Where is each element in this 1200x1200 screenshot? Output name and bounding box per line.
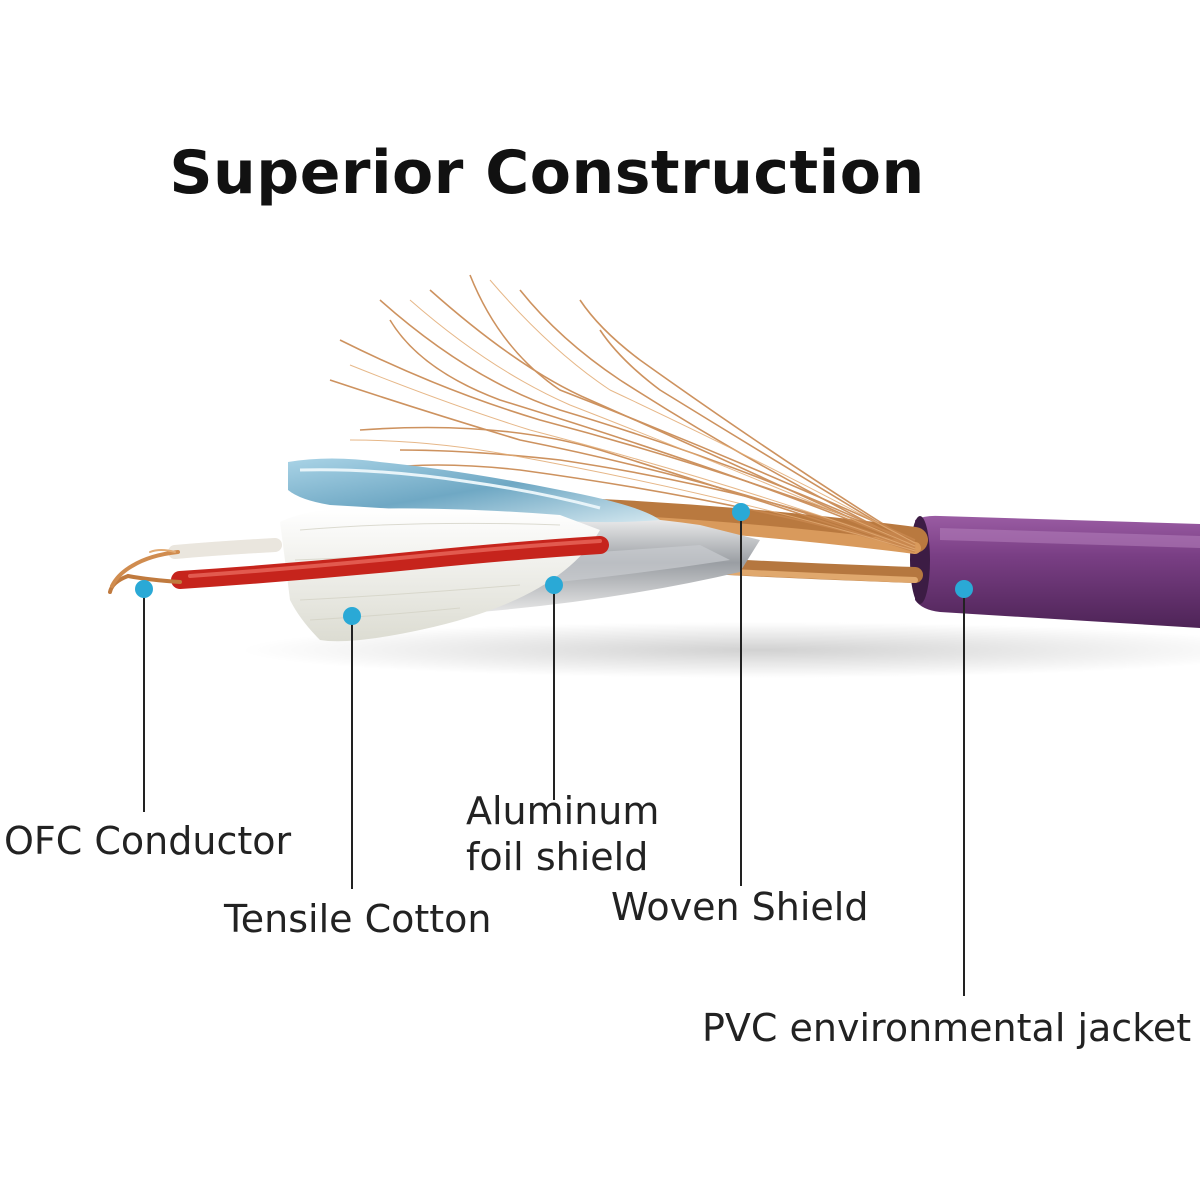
label-aluminum-foil-shield: Aluminum foil shield — [466, 788, 659, 880]
marker-aluminum-foil — [545, 576, 563, 594]
label-woven-shield: Woven Shield — [611, 885, 869, 929]
label-aluminum-foil-line1: Aluminum — [466, 789, 660, 833]
label-tensile-cotton: Tensile Cotton — [224, 897, 492, 941]
markers — [135, 503, 973, 625]
marker-woven-shield — [732, 503, 750, 521]
label-pvc-jacket: PVC environmental jacket — [702, 1006, 1192, 1050]
red-insulated-conductor — [171, 536, 609, 589]
page-title: Superior Construction — [169, 138, 925, 208]
leader-lines — [143, 512, 965, 996]
pvc-jacket — [910, 515, 1200, 628]
blue-foil-wrap — [288, 458, 660, 523]
marker-ofc-conductor — [135, 580, 153, 598]
marker-pvc-jacket — [955, 580, 973, 598]
cable-shadow — [240, 622, 1200, 678]
label-aluminum-foil-line2: foil shield — [466, 835, 649, 879]
ofc-conductor-wire — [108, 549, 182, 594]
label-ofc-conductor: OFC Conductor — [4, 819, 292, 863]
white-insulated-conductor — [168, 538, 282, 559]
marker-tensile-cotton — [343, 607, 361, 625]
copper-strands — [329, 274, 916, 553]
